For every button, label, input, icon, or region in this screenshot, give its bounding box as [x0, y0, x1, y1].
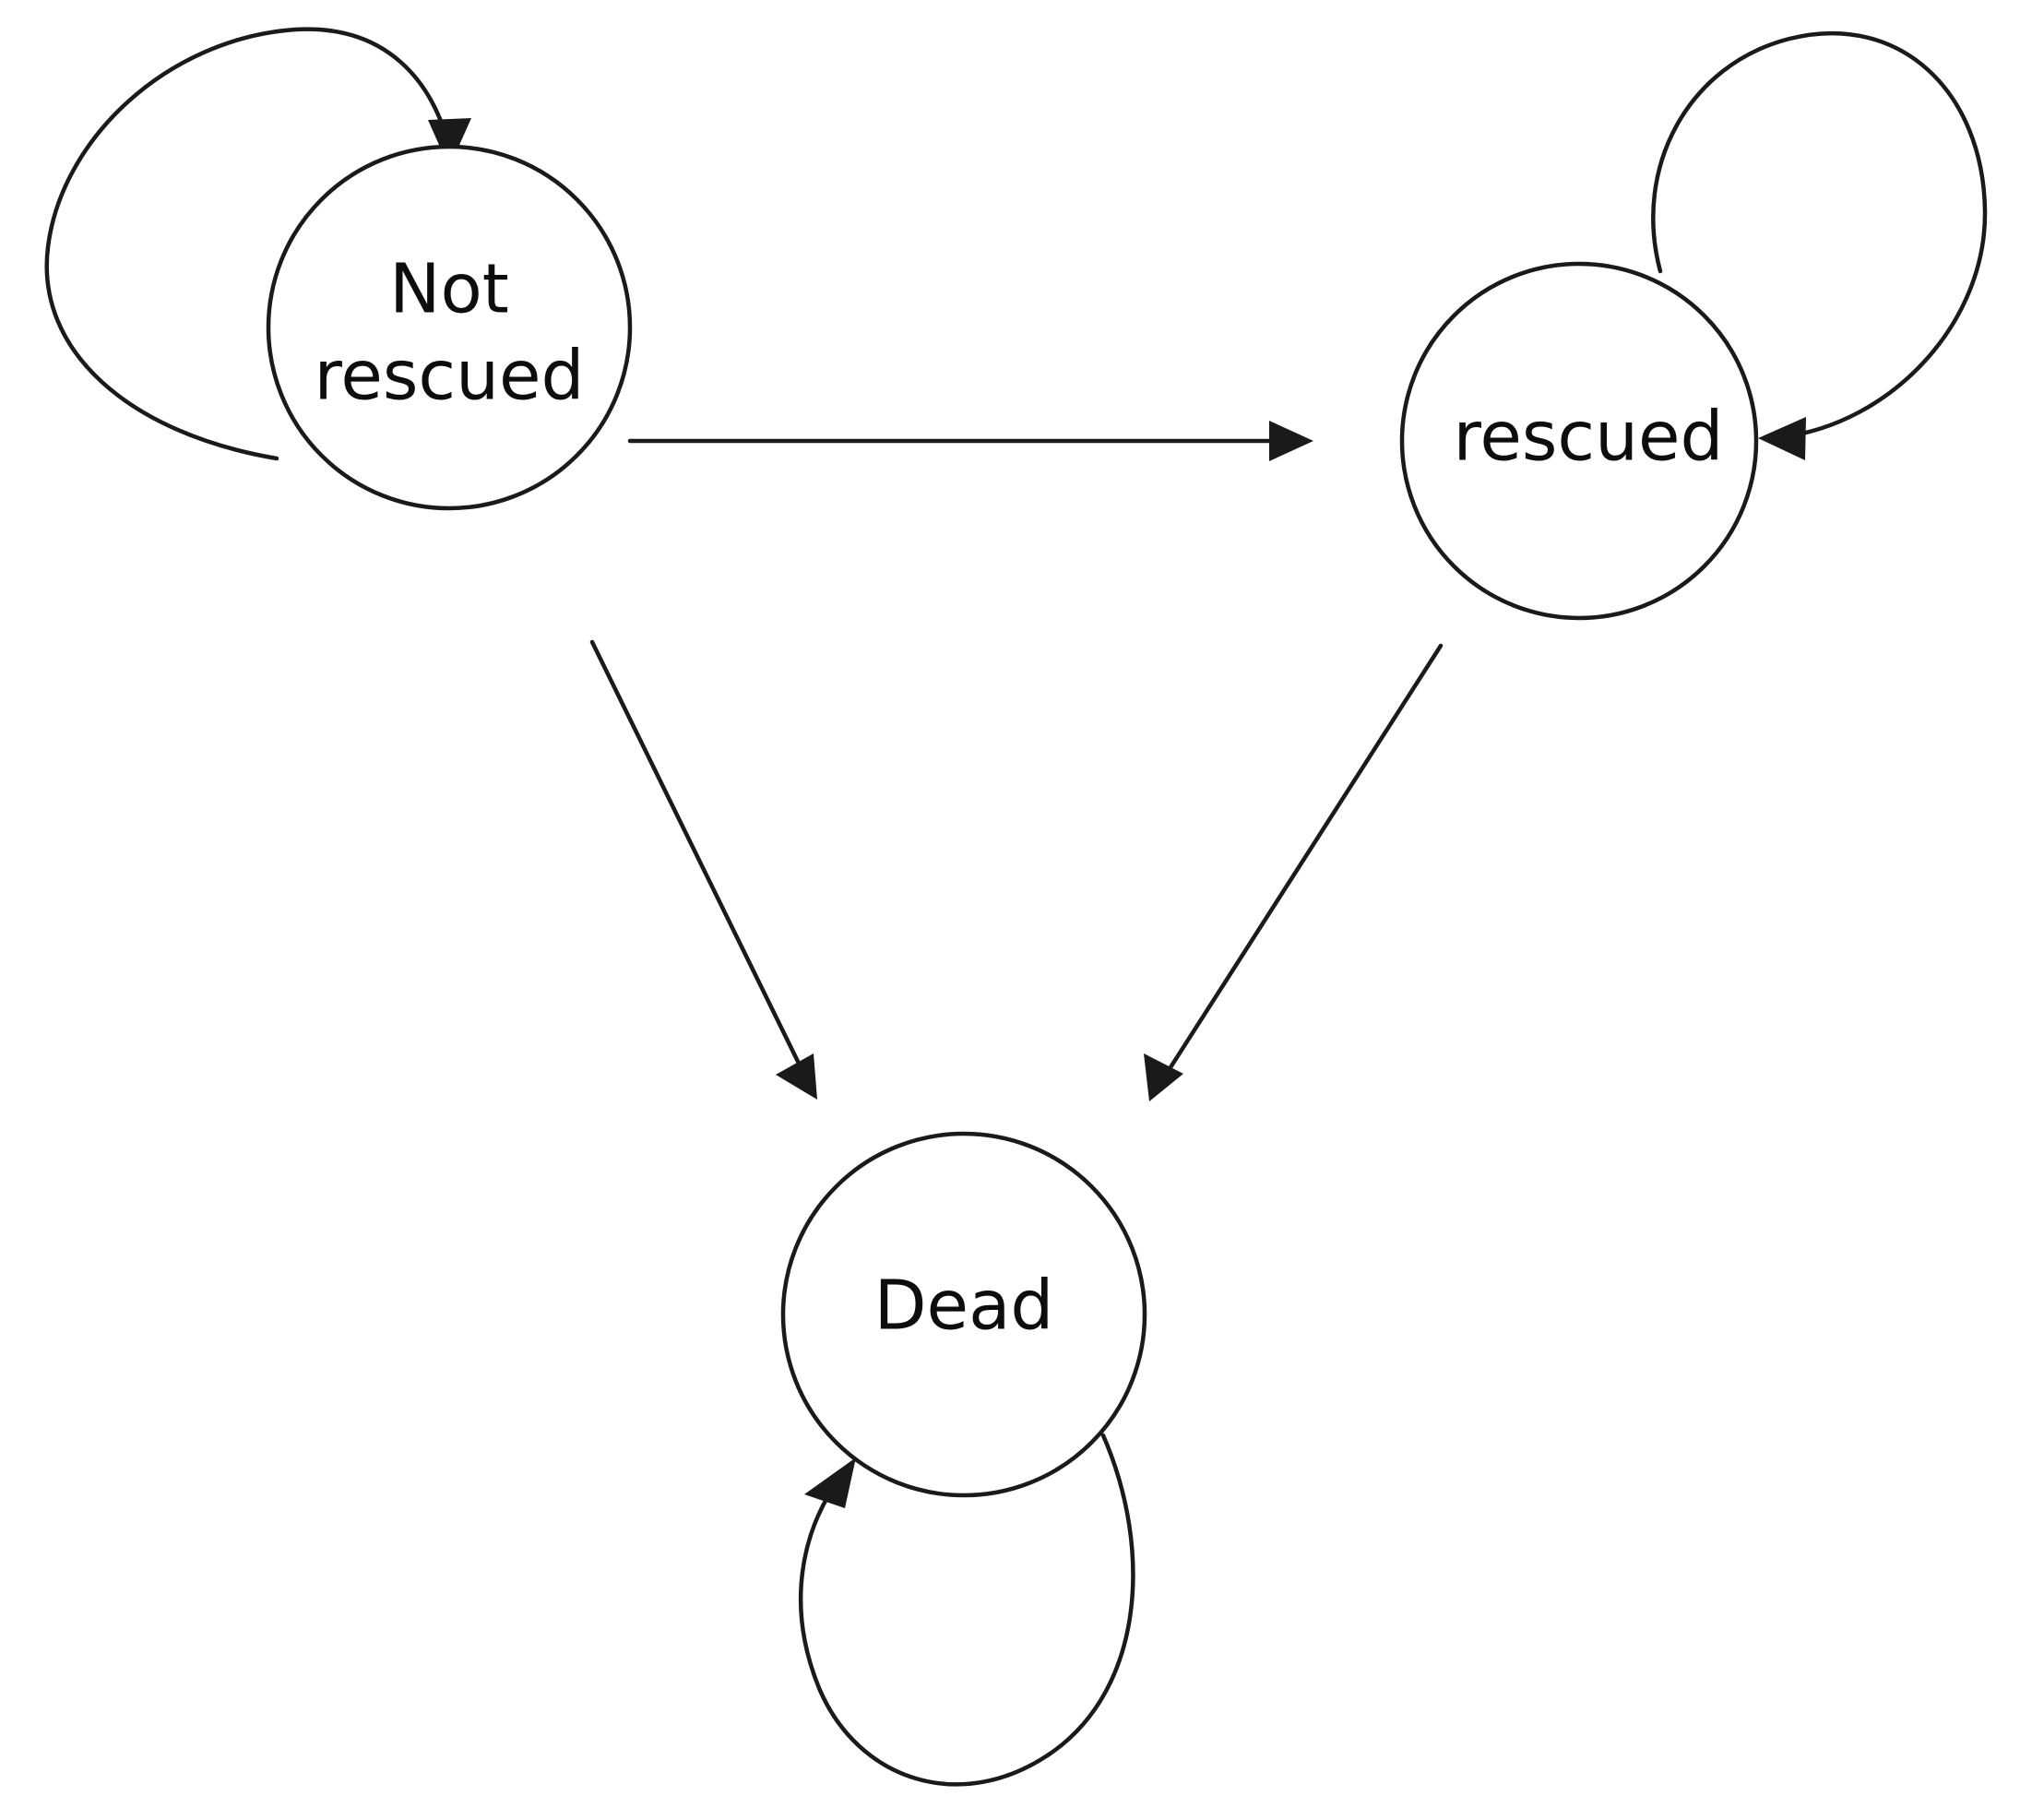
state-node-dead-label: Dead [874, 1267, 1054, 1346]
edge-not-rescued-to-dead-line [589, 639, 807, 1077]
state-node-rescued-circle [1399, 261, 1759, 621]
state-node-rescued[interactable]: rescued [1399, 261, 1759, 621]
self-loop-not-rescued[interactable] [44, 27, 471, 461]
self-loop-dead-path [798, 1433, 1135, 1787]
self-loop-rescued[interactable] [1651, 30, 1988, 460]
state-node-dead-circle [780, 1131, 1147, 1498]
state-node-not-rescued[interactable]: Not rescued [266, 144, 633, 511]
state-node-rescued-label: rescued [1454, 398, 1724, 477]
self-loop-not-rescued-arrowhead [428, 118, 471, 168]
edge-rescued-to-dead-line [1161, 643, 1444, 1080]
self-loop-not-rescued-path [44, 27, 452, 461]
self-loop-dead-arrowhead [804, 1457, 856, 1508]
state-node-not-rescued-label: Not [389, 250, 509, 329]
edge-not-rescued-to-rescued-arrowhead [1269, 421, 1313, 461]
self-loop-dead[interactable] [798, 1433, 1135, 1787]
self-loop-rescued-arrowhead [1758, 417, 1806, 460]
edge-not-rescued-to-rescued[interactable] [627, 421, 1313, 461]
state-node-dead[interactable]: Dead [780, 1131, 1147, 1498]
state-node-not-rescued-label-2: rescued [315, 337, 585, 416]
edge-not-rescued-to-dead[interactable] [589, 639, 817, 1100]
self-loop-rescued-path [1651, 30, 1988, 440]
edge-rescued-to-dead[interactable] [1144, 643, 1444, 1101]
edge-not-rescued-to-dead-arrowhead [776, 1053, 817, 1100]
edge-rescued-to-dead-arrowhead [1144, 1053, 1183, 1101]
state-node-not-rescued-circle [266, 144, 633, 511]
